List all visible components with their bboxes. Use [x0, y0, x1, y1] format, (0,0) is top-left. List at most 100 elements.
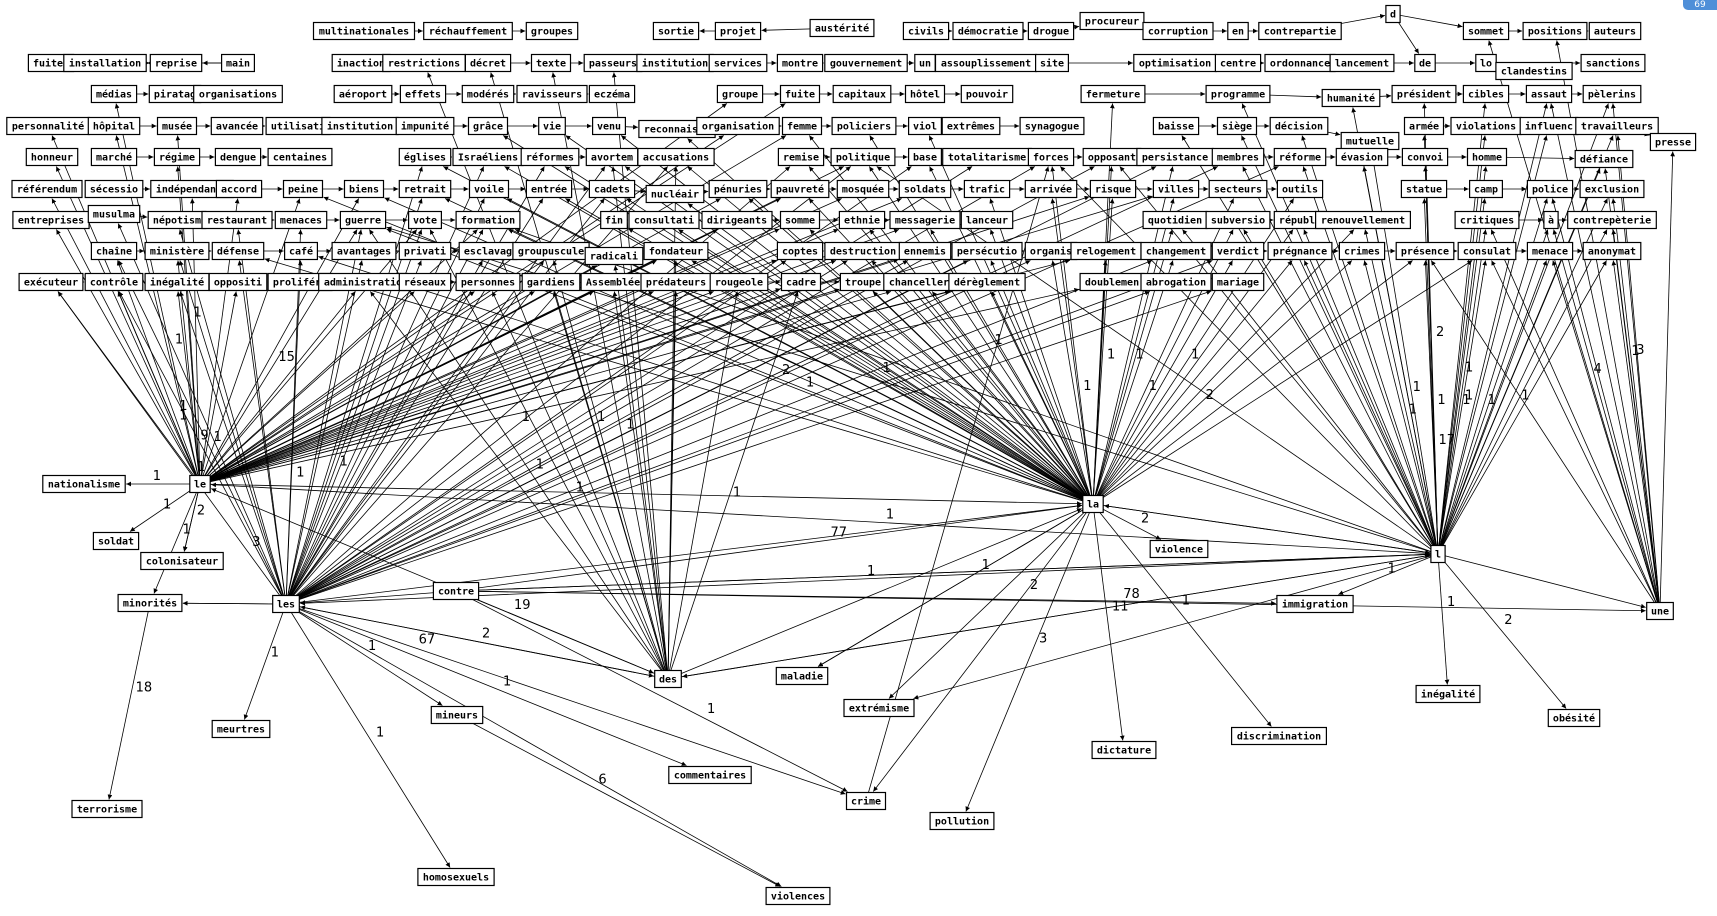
node-executeur[interactable]: exécuteur — [18, 272, 84, 292]
node-biens[interactable]: biens — [343, 179, 385, 199]
node-controle[interactable]: contrôle — [84, 272, 144, 292]
node-menaces[interactable]: menaces — [274, 210, 328, 230]
node-synagogue[interactable]: synagogue — [1019, 116, 1085, 136]
node-forces[interactable]: forces — [1027, 147, 1075, 167]
node-le[interactable]: le — [189, 474, 211, 494]
node-civils[interactable]: civils — [902, 21, 950, 41]
node-policiers[interactable]: policiers — [831, 116, 897, 136]
node-venue[interactable]: venu — [591, 116, 626, 136]
node-exclusion[interactable]: exclusion — [1579, 179, 1645, 199]
node-assaut[interactable]: assaut — [1525, 84, 1573, 104]
node-defense[interactable]: défense — [211, 241, 265, 261]
node-critiques[interactable]: critiques — [1454, 210, 1520, 230]
node-l[interactable]: l — [1430, 544, 1446, 564]
node-troupe[interactable]: troupe — [839, 272, 887, 292]
node-sortie[interactable]: sortie — [652, 21, 700, 41]
node-ethnie[interactable]: ethnie — [838, 210, 886, 230]
node-formation[interactable]: formation — [455, 210, 521, 230]
node-fin[interactable]: fin — [600, 210, 628, 230]
node-dirigeants[interactable]: dirigeants — [701, 210, 773, 230]
node-pollution[interactable]: pollution — [929, 811, 995, 831]
node-avancee[interactable]: avancée — [210, 116, 264, 136]
node-optimisation[interactable]: optimisation — [1133, 53, 1217, 73]
node-extremes[interactable]: extrêmes — [941, 116, 1001, 136]
node-homosexuels[interactable]: homosexuels — [417, 867, 495, 887]
node-montre[interactable]: montre — [776, 53, 824, 73]
node-trafic[interactable]: trafic — [963, 179, 1011, 199]
node-texte[interactable]: texte — [530, 53, 572, 73]
node-israeliens[interactable]: Israéliens — [452, 147, 524, 167]
node-soldats[interactable]: soldats — [898, 179, 952, 199]
node-piratage[interactable]: piratag — [148, 84, 202, 104]
node-ennemis[interactable]: ennemis — [898, 241, 952, 261]
node-secession[interactable]: sécessio — [84, 179, 144, 199]
node-abrogation[interactable]: abrogation — [1140, 272, 1212, 292]
node-impunite[interactable]: impunité — [395, 116, 455, 136]
node-vie[interactable]: vie — [538, 116, 566, 136]
node-gouvernement[interactable]: gouvernement — [824, 53, 908, 73]
node-accusations[interactable]: accusations — [637, 147, 715, 167]
node-personnalite[interactable]: personnalité — [6, 116, 90, 136]
node-personnes[interactable]: personnes — [455, 272, 521, 292]
node-les[interactable]: les — [272, 594, 300, 614]
node-crimes[interactable]: crimes — [1338, 241, 1386, 261]
node-restrictions[interactable]: restrictions — [382, 53, 466, 73]
node-hopital[interactable]: hôpital — [87, 116, 141, 136]
node-mosquee[interactable]: mosquée — [836, 179, 890, 199]
node-meurtres[interactable]: meurtres — [211, 719, 271, 739]
node-remise[interactable]: remise — [777, 147, 825, 167]
node-commentaires[interactable]: commentaires — [668, 765, 752, 785]
node-changement[interactable]: changement — [1140, 241, 1212, 261]
node-terrorisme[interactable]: terrorisme — [71, 799, 143, 819]
node-presence[interactable]: présence — [1395, 241, 1455, 261]
node-mutuelle[interactable]: mutuelle — [1340, 131, 1400, 151]
node-nationalisme[interactable]: nationalisme — [42, 474, 126, 494]
node-centre[interactable]: centre — [1214, 53, 1262, 73]
node-crime[interactable]: crime — [845, 791, 887, 811]
node-contrepartie[interactable]: contrepartie — [1258, 21, 1342, 41]
node-restaurant[interactable]: restaurant — [201, 210, 273, 230]
node-main[interactable]: main — [221, 53, 256, 73]
node-entree[interactable]: entrée — [525, 179, 573, 199]
node-reprise[interactable]: reprise — [149, 53, 203, 73]
node-peine[interactable]: peine — [282, 179, 324, 199]
node-effets[interactable]: effets — [399, 84, 447, 104]
node-sanctions[interactable]: sanctions — [1580, 53, 1646, 73]
node-violences[interactable]: violences — [765, 886, 831, 906]
node-avantages[interactable]: avantages — [331, 241, 397, 261]
node-multinationales[interactable]: multinationales — [312, 21, 416, 41]
node-privatisation[interactable]: privati — [398, 241, 452, 261]
node-cafe[interactable]: café — [284, 241, 319, 261]
node-sommet[interactable]: sommet — [1462, 21, 1510, 41]
node-contre[interactable]: contre — [432, 581, 480, 601]
node-opposant[interactable]: opposant — [1082, 147, 1142, 167]
node-regime[interactable]: régime — [153, 147, 201, 167]
node-discrimination[interactable]: discrimination — [1230, 726, 1327, 746]
node-dereglement[interactable]: dérèglement — [948, 272, 1026, 292]
node-institution2[interactable]: institution — [321, 116, 399, 136]
node-statue[interactable]: statue — [1400, 179, 1448, 199]
node-reforme[interactable]: réforme — [1273, 147, 1327, 167]
node-quotidien[interactable]: quotidien — [1142, 210, 1208, 230]
node-austerite[interactable]: austérité — [809, 18, 875, 38]
node-inaction[interactable]: inaction — [331, 53, 391, 73]
node-reformes[interactable]: réformes — [520, 147, 580, 167]
node-organisations[interactable]: organisations — [193, 84, 283, 104]
node-assemblee[interactable]: Assemblée — [580, 272, 646, 292]
node-chancellerie[interactable]: chancellerie — [883, 272, 967, 292]
node-menace[interactable]: menace — [1526, 241, 1574, 261]
node-persecution[interactable]: persécutio — [951, 241, 1023, 261]
node-groupe[interactable]: groupe — [716, 84, 764, 104]
node-anonymat[interactable]: anonymat — [1582, 241, 1642, 261]
node-predateurs[interactable]: prédateurs — [640, 272, 712, 292]
node-secteurs[interactable]: secteurs — [1208, 179, 1268, 199]
node-capitaux[interactable]: capitaux — [832, 84, 892, 104]
node-nucleaire[interactable]: nucléair — [645, 184, 705, 204]
node-fuites[interactable]: fuites — [27, 53, 75, 73]
node-totalitarisme[interactable]: totalitarisme — [942, 147, 1032, 167]
node-membres[interactable]: membres — [1211, 147, 1265, 167]
node-mineurs[interactable]: mineurs — [430, 705, 484, 725]
node-musulmans[interactable]: musulma — [87, 204, 141, 224]
node-organisation[interactable]: organisation — [696, 116, 780, 136]
node-mariage[interactable]: mariage — [1211, 272, 1265, 292]
